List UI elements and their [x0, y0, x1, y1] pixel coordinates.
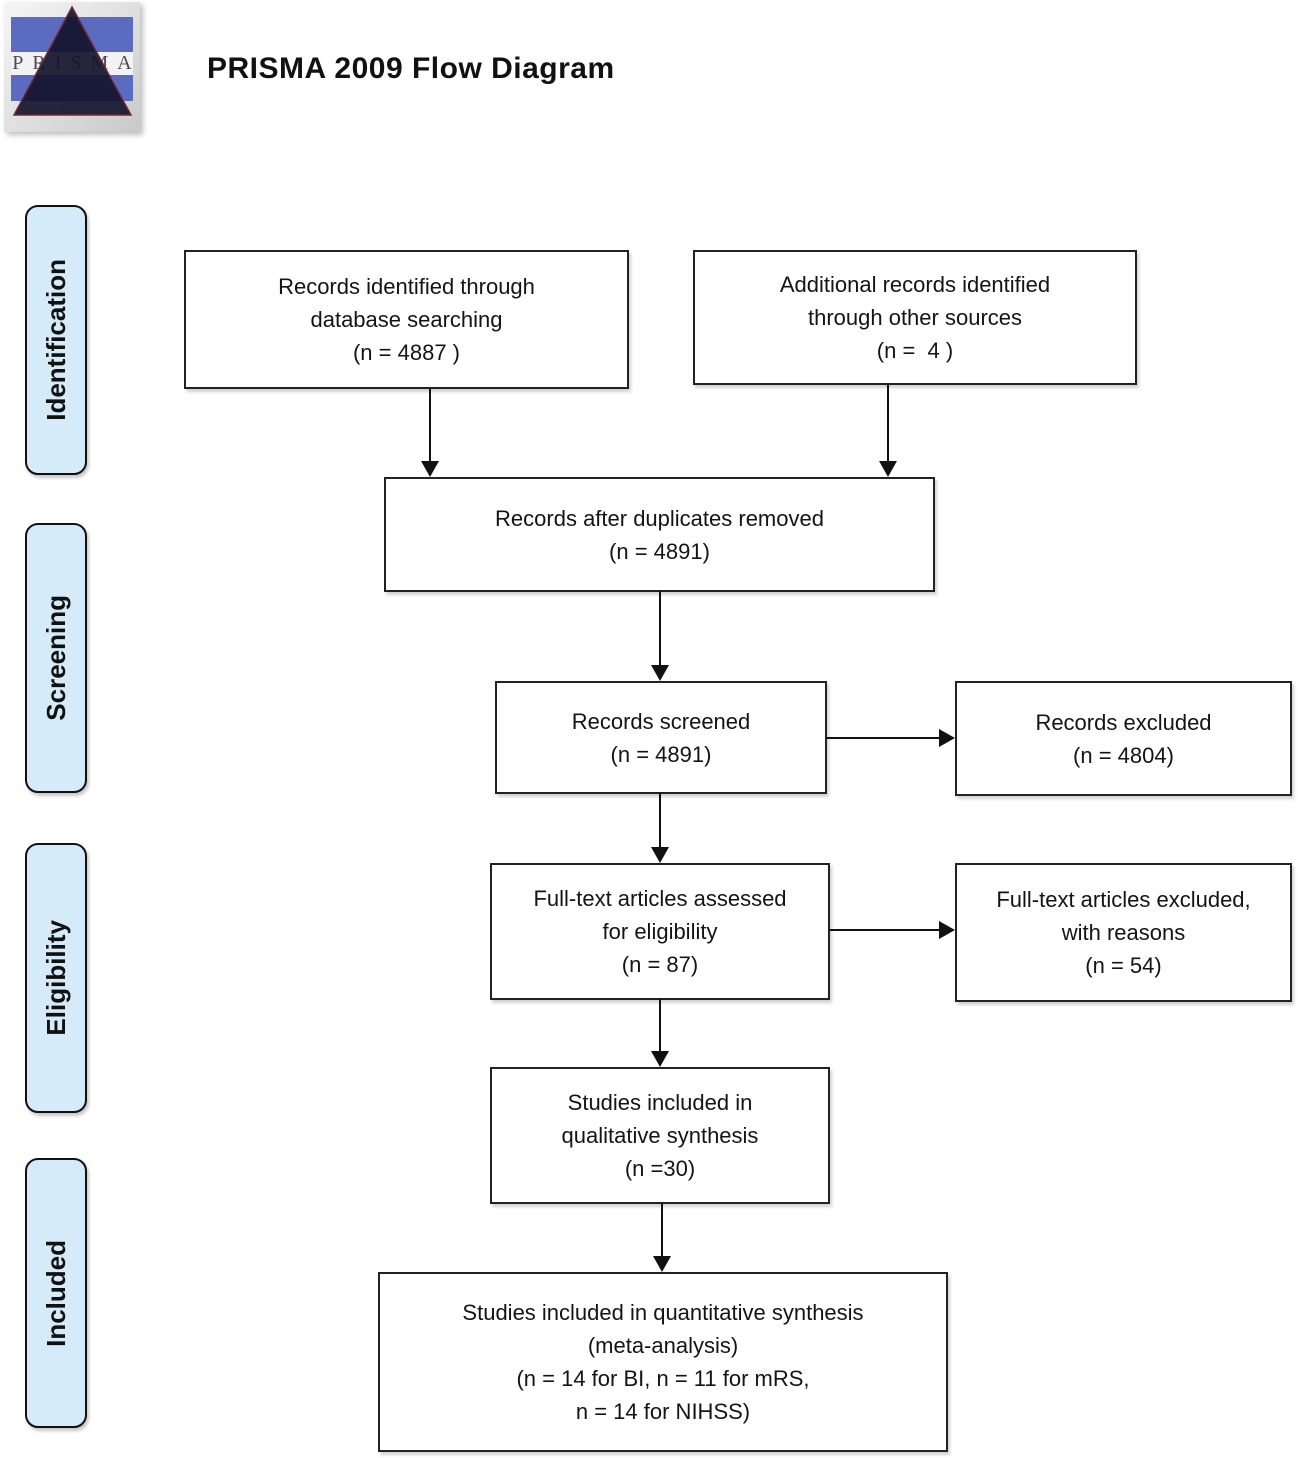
box-after-duplicates: Records after duplicates removed (n = 48… — [384, 477, 935, 592]
box-quantitative-count1: (n = 14 for BI, n = 11 for mRS, — [516, 1366, 810, 1391]
box-records-screened: Records screened (n = 4891) — [495, 681, 827, 794]
box-additional-records: Additional records identified through ot… — [693, 250, 1137, 385]
box-additional-records-line2: through other sources — [807, 305, 1023, 330]
box-records-identified-line1: Records identified through — [278, 274, 535, 299]
box-fulltext-assessed: Full-text articles assessed for eligibil… — [490, 863, 830, 1000]
box-quantitative-synthesis: Studies included in quantitative synthes… — [378, 1272, 948, 1452]
page-title: PRISMA 2009 Flow Diagram — [207, 52, 615, 85]
box-qualitative-synthesis: Studies included in qualitative synthesi… — [490, 1067, 830, 1204]
box-fulltext-assessed-line1: Full-text articles assessed — [533, 886, 787, 911]
box-records-excluded-count: (n = 4804) — [1073, 742, 1174, 768]
stage-eligibility: Eligibility — [25, 843, 87, 1113]
box-qualitative-line2: qualitative synthesis — [561, 1123, 759, 1148]
box-fulltext-assessed-count: (n = 87) — [621, 952, 699, 977]
box-quantitative-line2: (meta-analysis) — [587, 1333, 739, 1358]
box-records-screened-count: (n = 4891) — [610, 741, 712, 767]
stage-included-label: Included — [40, 1239, 71, 1347]
stage-screening: Screening — [25, 523, 87, 793]
box-fulltext-excluded-line1: Full-text articles excluded, — [996, 887, 1251, 912]
box-records-identified-line2: database searching — [310, 307, 503, 332]
box-records-identified-count: (n = 4887 ) — [352, 340, 460, 365]
box-records-screened-line1: Records screened — [571, 708, 751, 734]
stage-screening-label: Screening — [40, 595, 71, 721]
box-qualitative-line1: Studies included in — [567, 1090, 753, 1115]
box-qualitative-count: (n =30) — [624, 1156, 696, 1181]
box-quantitative-line1: Studies included in quantitative synthes… — [462, 1300, 864, 1325]
box-records-excluded-line1: Records excluded — [1035, 709, 1212, 735]
box-fulltext-excluded-count: (n = 54) — [1085, 953, 1162, 978]
stage-included: Included — [25, 1158, 87, 1428]
box-records-identified: Records identified through database sear… — [184, 250, 629, 389]
box-after-duplicates-count: (n = 4891) — [609, 538, 710, 564]
prisma-triangle-icon — [12, 5, 133, 116]
stage-identification-label: Identification — [40, 259, 71, 421]
box-additional-records-count: (n = 4 ) — [876, 338, 954, 363]
box-quantitative-count2: n = 14 for NIHSS) — [575, 1399, 751, 1424]
box-records-excluded: Records excluded (n = 4804) — [955, 681, 1292, 796]
box-fulltext-excluded: Full-text articles excluded, with reason… — [955, 863, 1292, 1002]
box-fulltext-assessed-line2: for eligibility — [602, 919, 718, 944]
box-fulltext-excluded-line2: with reasons — [1061, 920, 1186, 945]
prisma-logo: PRISMA — [4, 2, 140, 132]
stage-eligibility-label: Eligibility — [40, 920, 71, 1036]
box-additional-records-line1: Additional records identified — [779, 272, 1051, 297]
box-after-duplicates-line1: Records after duplicates removed — [495, 505, 824, 531]
stage-identification: Identification — [25, 205, 87, 475]
